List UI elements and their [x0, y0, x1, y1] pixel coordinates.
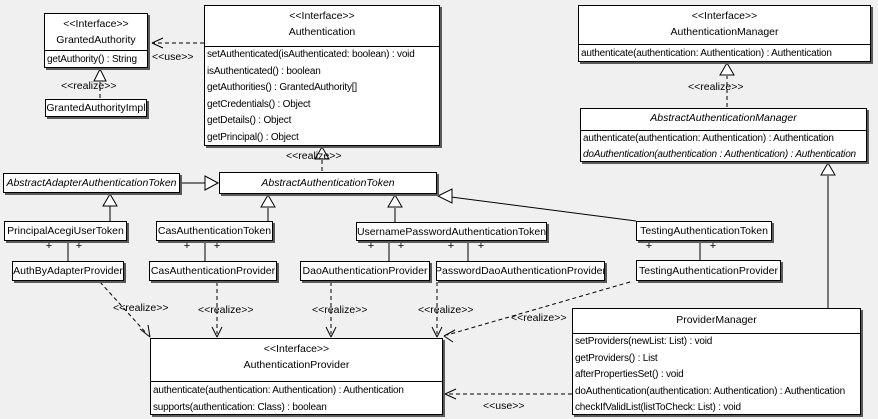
- edge-gen-castoken: [260, 194, 276, 221]
- edge-gen-principaltoken: [102, 193, 118, 221]
- class-box-cas-authentication-token[interactable]: CasAuthenticationToken: [156, 221, 273, 241]
- class-name: TestingAuthenticationToken: [640, 225, 768, 237]
- association-plus-label: +: [183, 240, 191, 252]
- edge-gen-providermanager: [820, 162, 836, 308]
- class-header: AbstractAuthenticationManager: [581, 109, 866, 130]
- class-box-principal-acegi-user-token[interactable]: PrincipalAcegiUserToken: [4, 221, 127, 241]
- method-row: authenticate(authentication: Authenticat…: [583, 133, 834, 144]
- method-row: supports(authentication: Class) : boolea…: [153, 402, 327, 413]
- class-name: Authentication: [288, 26, 356, 38]
- method-row: getAuthority() : String: [47, 54, 137, 65]
- method-compartment: getAuthority() : String: [45, 50, 147, 69]
- class-name: PrincipalAcegiUserToken: [7, 225, 124, 237]
- class-name: ProviderManager: [676, 314, 757, 326]
- edge-use-authentication-to-grantedauthority: [151, 37, 204, 49]
- method-row: doAuthentication(authentication: Authent…: [575, 385, 845, 397]
- method-row: getAuthorities() : GrantedAuthority[]: [207, 82, 357, 94]
- class-name: CasAuthenticationProvider: [150, 265, 276, 277]
- class-header: <<Interface>> AuthenticationProvider: [151, 339, 442, 381]
- stereotype-label: <<Interface>>: [63, 18, 129, 30]
- method-row: authenticate(authentication: Authenticat…: [581, 48, 832, 59]
- realize-edge-label: <<realize>>: [286, 150, 342, 162]
- class-box-authentication-provider[interactable]: <<Interface>> AuthenticationProvider aut…: [150, 338, 443, 415]
- class-box-provider-manager[interactable]: ProviderManager setProviders(newList: Li…: [572, 308, 861, 415]
- association-plus-label: +: [645, 240, 653, 252]
- class-box-abstract-authentication-token[interactable]: AbstractAuthenticationToken: [219, 172, 437, 194]
- class-box-cas-authentication-provider[interactable]: CasAuthenticationProvider: [149, 261, 277, 281]
- association-plus-label: +: [397, 240, 405, 252]
- method-compartment: authenticate(authentication: Authenticat…: [579, 44, 870, 63]
- edge-gen-adaptertoken-to-abstracttoken: [180, 175, 220, 191]
- method-compartment: setProviders(newList: List) : void getPr…: [573, 333, 860, 417]
- method-row: getProviders() : List: [575, 352, 658, 364]
- class-name: GrantedAuthorityImpl: [46, 102, 146, 114]
- stereotype-label: <<Interface>>: [289, 10, 355, 22]
- method-row: setProviders(newList: List) : void: [575, 336, 713, 347]
- edge-gen-usernamepasswordtoken: [387, 194, 403, 222]
- association-plus-label: +: [447, 240, 455, 252]
- association-plus-label: +: [45, 240, 53, 252]
- realize-edge-label: <<realize>>: [198, 304, 254, 316]
- realize-edge-label: <<realize>>: [113, 302, 169, 314]
- method-row: afterPropertiesSet() : void: [575, 369, 684, 381]
- association-plus-label: +: [367, 240, 375, 252]
- realize-edge-label: <<realize>>: [418, 304, 474, 316]
- method-row-abstract: doAuthentication(authentication : Authen…: [583, 148, 856, 160]
- edge-use-providermanager-to-authenticationprovider: [444, 388, 572, 400]
- class-box-granted-authority[interactable]: <<Interface>> GrantedAuthority getAuthor…: [44, 13, 148, 68]
- class-header: <<Interface>> GrantedAuthority: [45, 14, 147, 50]
- use-edge-label: <<use>>: [152, 51, 194, 63]
- association-plus-label: +: [75, 240, 83, 252]
- use-edge-label: <<use>>: [483, 400, 525, 412]
- method-row: isAuthenticated() : boolean: [207, 65, 321, 77]
- class-box-authentication-manager[interactable]: <<Interface>> AuthenticationManager auth…: [578, 5, 871, 62]
- stereotype-label: <<Interface>>: [263, 343, 330, 355]
- class-name: PasswordDaoAuthenticationProvider: [436, 265, 605, 277]
- class-name: AbstractAdapterAuthenticationToken: [6, 177, 177, 189]
- class-name: AuthenticationManager: [670, 26, 779, 38]
- method-compartment: authenticate(authentication: Authenticat…: [581, 130, 866, 163]
- class-box-authentication[interactable]: <<Interface>> Authentication setAuthenti…: [204, 5, 440, 146]
- class-name: AbstractAuthenticationManager: [650, 112, 797, 124]
- class-box-abstract-authentication-manager[interactable]: AbstractAuthenticationManager authentica…: [580, 108, 867, 162]
- method-row: getPrincipal() : Object: [207, 131, 299, 143]
- edge-gen-testingtoken: [436, 188, 637, 222]
- class-name: DaoAuthenticationProvider: [302, 265, 428, 277]
- class-name: CasAuthenticationToken: [157, 225, 272, 237]
- association-plus-label: +: [213, 240, 221, 252]
- class-box-auth-by-adapter-provider[interactable]: AuthByAdapterProvider: [12, 261, 124, 281]
- class-header: <<Interface>> AuthenticationManager: [579, 6, 870, 44]
- class-name: AuthenticationProvider: [243, 359, 350, 371]
- realize-edge-label: <<realize>>: [312, 304, 368, 316]
- class-name: TestingAuthenticationProvider: [639, 264, 778, 277]
- method-compartment: authenticate(authentication: Authenticat…: [151, 381, 442, 416]
- class-name: GrantedAuthority: [56, 34, 136, 46]
- method-row: authenticate(authentication: Authenticat…: [153, 385, 404, 396]
- class-name: AbstractAuthenticationToken: [261, 177, 395, 189]
- realize-edge-label: <<realize>>: [511, 312, 567, 324]
- class-box-testing-authentication-provider[interactable]: TestingAuthenticationProvider: [636, 260, 781, 281]
- class-box-dao-authentication-provider[interactable]: DaoAuthenticationProvider: [300, 261, 430, 281]
- realize-edge-label: <<realize>>: [688, 81, 744, 93]
- class-header: <<Interface>> Authentication: [205, 6, 439, 46]
- class-box-granted-authority-impl[interactable]: GrantedAuthorityImpl: [45, 99, 147, 117]
- class-box-abstract-adapter-authentication-token[interactable]: AbstractAdapterAuthenticationToken: [3, 173, 180, 193]
- class-box-testing-authentication-token[interactable]: TestingAuthenticationToken: [636, 221, 772, 241]
- class-box-username-password-authentication-token[interactable]: UsernamePasswordAuthenticationToken: [356, 222, 547, 241]
- stereotype-label: <<Interface>>: [691, 10, 758, 22]
- method-row: checkIfValidList(listToCheck: List) : vo…: [575, 402, 741, 414]
- association-plus-label: +: [477, 240, 485, 252]
- method-row: getCredentials() : Object: [207, 98, 311, 110]
- class-name: UsernamePasswordAuthenticationToken: [356, 225, 547, 238]
- method-row: getDetails() : Object: [207, 115, 292, 127]
- class-header: ProviderManager: [573, 309, 860, 333]
- class-box-password-dao-authentication-provider[interactable]: PasswordDaoAuthenticationProvider: [436, 261, 605, 281]
- class-name: AuthByAdapterProvider: [13, 265, 123, 277]
- association-plus-label: +: [709, 240, 717, 252]
- method-row: setAuthenticated(isAuthenticated: boolea…: [207, 49, 415, 60]
- method-compartment: setAuthenticated(isAuthenticated: boolea…: [205, 46, 439, 147]
- realize-edge-label: <<realize>>: [61, 80, 117, 92]
